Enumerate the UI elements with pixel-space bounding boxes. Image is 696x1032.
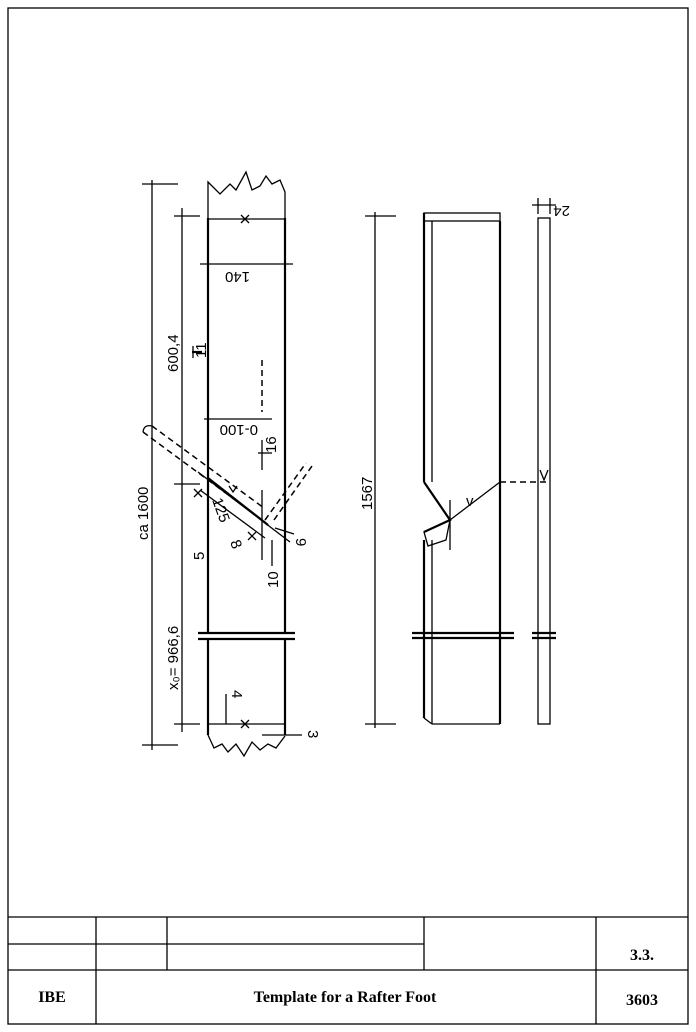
cross-mark — [247, 531, 257, 541]
break-line-bottom — [207, 734, 286, 758]
offset-11-label: 11 — [193, 342, 210, 358]
range-dimension: 0-100 — [220, 421, 258, 438]
lower-length-dimension: x₀= 966,6 — [165, 626, 182, 690]
company-code: IBE — [38, 989, 66, 1006]
rafter-front-view: 140 ca 1600 600,4 x₀= 966,6 11 0-100 16 … — [135, 170, 321, 758]
offset-5-label: 5 — [191, 552, 208, 560]
offset-16-label: 16 — [263, 436, 280, 453]
drawing-frame — [7, 7, 689, 1025]
title-block: 3.3. IBE Template for a Rafter Foot 3603 — [8, 916, 688, 1024]
angle-dimension: 125 — [208, 496, 233, 525]
cross-mark — [240, 719, 250, 729]
offset-8-label: 8 — [226, 538, 245, 552]
offset-3-label: 3 — [304, 730, 321, 738]
template-length-dimension: 1567 — [359, 477, 376, 510]
offset-4-label: 4 — [228, 690, 245, 698]
offset-10-label: 10 — [265, 571, 282, 588]
overall-length-dimension: ca 1600 — [135, 487, 152, 540]
section-number: 3.3. — [630, 947, 654, 964]
drawing-title: Template for a Rafter Foot — [254, 989, 437, 1006]
width-dimension: 140 — [225, 268, 250, 285]
angle-mark: v — [466, 493, 474, 510]
thickness-dimension: 24 — [553, 202, 570, 219]
cross-mark — [193, 488, 203, 498]
drawing-number: 3603 — [626, 992, 658, 1009]
upper-length-dimension: 600,4 — [165, 334, 182, 372]
template-side-view: 1567 v — [359, 212, 548, 728]
offset-9-label: 9 — [292, 538, 309, 546]
break-line-top — [207, 170, 286, 218]
angle-tick-mark — [228, 485, 238, 494]
cross-mark — [240, 214, 250, 224]
template-edge-view: 24 — [532, 198, 570, 725]
